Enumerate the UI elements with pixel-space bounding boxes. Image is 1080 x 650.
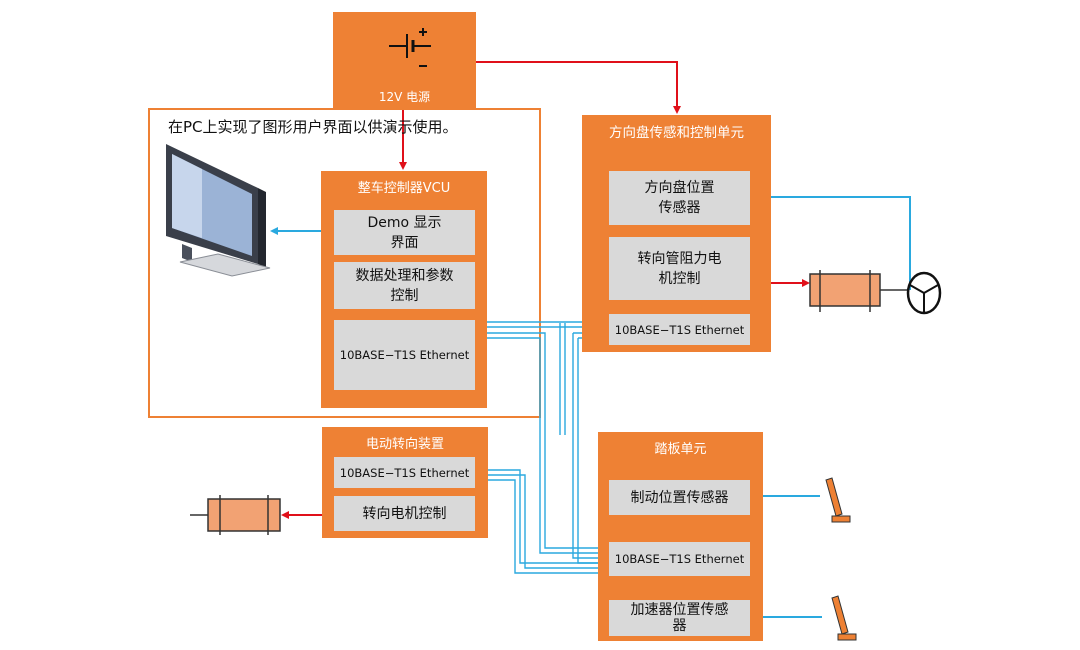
steering-wheel-icon [906,271,942,315]
brake-pedal-icon [825,477,851,523]
eps-title: 电动转向装置 [365,437,444,452]
power-to-steering-line [476,61,681,114]
brake-position-sensor: 制动位置传感器 [609,480,750,515]
eps-ethernet: 10BASE−T1S Ethernet [334,457,475,488]
steering-unit-box: 方向盘传感和控制单元 [582,115,771,352]
steering-actuator-icon [190,495,281,535]
pedal-unit-title: 踏板单元 [654,442,707,457]
pedal-ethernet: 10BASE−T1S Ethernet [609,542,750,576]
steering-position-sensor: 方向盘位置 传感器 [609,171,750,225]
power-label: 12V 电源 [378,90,431,104]
vcu-demo-display: Demo 显示 界面 [334,210,475,255]
accelerator-pedal-icon [831,595,857,641]
pc-note: 在PC上实现了图形用户界面以供演示使用。 [168,118,458,136]
eps-motor-control: 转向电机控制 [334,496,475,531]
vcu-title: 整车控制器VCU [357,181,451,196]
accelerator-position-sensor: 加速器位置传感 器 [609,600,750,636]
steering-unit-title: 方向盘传感和控制单元 [609,125,744,141]
steering-ethernet: 10BASE−T1S Ethernet [609,314,750,345]
steering-damper-icon [809,270,908,312]
power-supply-box: 12V 电源 [333,12,476,109]
vcu-data-processing: 数据处理和参数 控制 [334,262,475,309]
steering-resistance-motor: 转向管阻力电 机控制 [609,237,750,300]
monitor-icon [166,144,271,277]
vcu-ethernet: 10BASE−T1S Ethernet [334,320,475,390]
wheel-to-sensor-line [754,193,911,290]
pc-frame [148,108,541,418]
battery-icon [389,28,431,67]
